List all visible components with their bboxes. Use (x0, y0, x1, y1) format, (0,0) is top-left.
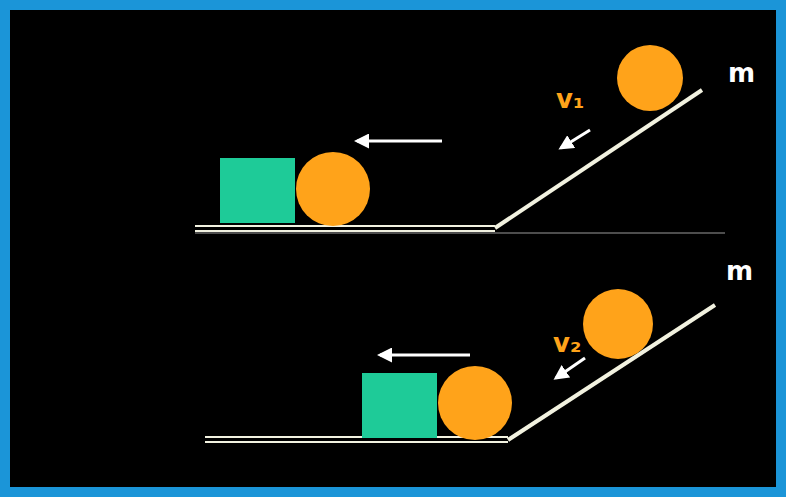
block (362, 373, 437, 438)
ball (583, 289, 653, 359)
mass-label: m (728, 60, 755, 86)
ramp (495, 90, 702, 228)
velocity-arrow (556, 358, 585, 378)
velocity-label: v₂ (553, 330, 581, 356)
motion-arrow (380, 354, 470, 357)
motion-arrow (357, 140, 442, 143)
floor (195, 225, 495, 227)
ball (296, 152, 370, 226)
floor (195, 230, 495, 232)
block (220, 158, 295, 223)
mass-label: m (726, 258, 753, 284)
ball (617, 45, 683, 111)
floor (205, 441, 508, 443)
velocity-label: v₁ (556, 86, 584, 112)
ball (438, 366, 512, 440)
background (10, 10, 776, 487)
velocity-arrow (561, 130, 590, 148)
ground-line (195, 233, 725, 234)
